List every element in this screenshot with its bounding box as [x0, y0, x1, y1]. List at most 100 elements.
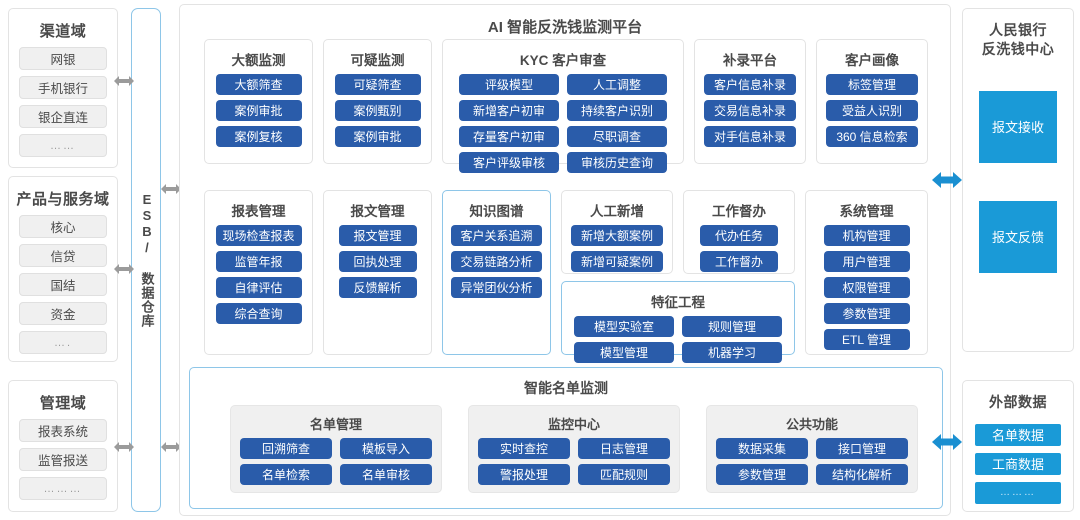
- management-domain-item-1[interactable]: 监管报送: [19, 448, 107, 471]
- channel-domain-item-2[interactable]: 银企直连: [19, 105, 107, 128]
- module-suspicious-monitoring: 可疑监测 可疑筛查 案例甄别 案例审批: [323, 39, 432, 164]
- btn-due-diligence[interactable]: 尽职调查: [567, 126, 667, 147]
- product-service-domain-item-2[interactable]: 国结: [19, 273, 107, 296]
- btn-work-supervision[interactable]: 工作督办: [700, 251, 778, 272]
- btn-customer-info-supplement[interactable]: 客户信息补录: [704, 74, 796, 95]
- arrow-platform-to-external-data: [932, 432, 962, 452]
- btn-onsite-inspection-report[interactable]: 现场检查报表: [215, 225, 302, 246]
- btn-parameter-management[interactable]: 参数管理: [823, 303, 910, 324]
- btn-rule-management[interactable]: 规则管理: [682, 316, 782, 337]
- btn-new-customer-first-review[interactable]: 新增客户初审: [459, 100, 559, 121]
- channel-domain-item-0[interactable]: 网银: [19, 47, 107, 70]
- panel-product-service-domain: 产品与服务域 核心 信贷 国结 资金 ….: [8, 176, 118, 362]
- channel-domain-title: 渠道域: [39, 23, 87, 40]
- product-service-domain-item-3[interactable]: 资金: [19, 302, 107, 325]
- btn-organization-management[interactable]: 机构管理: [823, 225, 910, 246]
- module-title: 大额监测: [231, 53, 286, 68]
- btn-audit-history-query[interactable]: 审核历史查询: [567, 152, 667, 173]
- btn-feedback-parsing[interactable]: 反馈解析: [338, 277, 417, 298]
- block-message-feedback[interactable]: 报文反馈: [979, 200, 1057, 273]
- btn-etl-management[interactable]: ETL 管理: [823, 329, 910, 350]
- btn-transaction-chain-analysis[interactable]: 交易链路分析: [451, 251, 542, 272]
- module-title: 人工新增: [590, 204, 644, 219]
- btn-model-management[interactable]: 模型管理: [574, 342, 674, 363]
- product-service-domain-title: 产品与服务域: [16, 191, 110, 208]
- btn-rating-model[interactable]: 评级模型: [459, 74, 559, 95]
- btn-parameter-management[interactable]: 参数管理: [716, 464, 808, 485]
- platform-title: AI 智能反洗钱监测平台: [487, 19, 643, 36]
- module-manual-addition: 人工新增 新增大额案例 新增可疑案例: [561, 190, 673, 274]
- module-feature-engineering: 特征工程 模型实验室 规则管理 模型管理 机器学习: [561, 281, 795, 363]
- btn-abnormal-group-analysis[interactable]: 异常团伙分析: [451, 277, 542, 298]
- ai-aml-platform: AI 智能反洗钱监测平台 大额监测 大额筛查 案例审批 案例复核 可疑监测 可疑…: [179, 4, 951, 516]
- btn-case-approval[interactable]: 案例审批: [334, 126, 421, 147]
- btn-self-discipline-assessment[interactable]: 自律评估: [215, 277, 302, 298]
- module-customer-profile: 客户画像 标签管理 受益人识别 360 信息检索: [816, 39, 928, 164]
- channel-domain-item-1[interactable]: 手机银行: [19, 76, 107, 99]
- btn-360-info-search[interactable]: 360 信息检索: [826, 126, 918, 147]
- btn-interface-management[interactable]: 接口管理: [816, 438, 908, 459]
- group-title: 公共功能: [785, 417, 838, 432]
- block-list-data[interactable]: 名单数据: [975, 423, 1061, 446]
- btn-transaction-info-supplement[interactable]: 交易信息补录: [704, 100, 796, 121]
- btn-receipt-processing[interactable]: 回执处理: [338, 251, 417, 272]
- arrow-management-to-esb: [114, 440, 134, 454]
- btn-case-approval[interactable]: 案例审批: [215, 100, 302, 121]
- pboc-title-line-1: 反洗钱中心: [981, 40, 1055, 57]
- btn-tag-management[interactable]: 标签管理: [826, 74, 918, 95]
- module-large-amount-monitoring: 大额监测 大额筛查 案例审批 案例复核: [204, 39, 313, 164]
- btn-message-management[interactable]: 报文管理: [338, 225, 417, 246]
- product-service-domain-item-0[interactable]: 核心: [19, 215, 107, 238]
- arrow-esb-to-platform-upper: [161, 182, 181, 196]
- btn-permission-management[interactable]: 权限管理: [823, 277, 910, 298]
- btn-list-search[interactable]: 名单检索: [240, 464, 332, 485]
- product-service-domain-item-1[interactable]: 信贷: [19, 244, 107, 267]
- btn-template-import[interactable]: 模板导入: [340, 438, 432, 459]
- btn-data-collection[interactable]: 数据采集: [716, 438, 808, 459]
- group-title: 名单管理: [309, 417, 362, 432]
- btn-realtime-control[interactable]: 实时查控: [478, 438, 570, 459]
- product-service-domain-item-4: ….: [19, 331, 107, 354]
- module-message-management: 报文管理 报文管理 回执处理 反馈解析: [323, 190, 432, 355]
- btn-existing-customer-first-review[interactable]: 存量客户初审: [459, 126, 559, 147]
- btn-list-audit[interactable]: 名单审核: [340, 464, 432, 485]
- btn-structured-parsing[interactable]: 结构化解析: [816, 464, 908, 485]
- btn-machine-learning[interactable]: 机器学习: [682, 342, 782, 363]
- panel-external-data: 外部数据 名单数据 工商数据 ………: [962, 380, 1074, 512]
- btn-log-management[interactable]: 日志管理: [578, 438, 670, 459]
- block-business-registration-data[interactable]: 工商数据: [975, 452, 1061, 475]
- module-title: 知识图谱: [469, 204, 524, 219]
- btn-suspicious-screening[interactable]: 可疑筛查: [334, 74, 421, 95]
- btn-manual-adjustment[interactable]: 人工调整: [567, 74, 667, 95]
- management-domain-item-2: ………: [19, 477, 107, 500]
- btn-case-identification[interactable]: 案例甄别: [334, 100, 421, 121]
- btn-beneficiary-identification[interactable]: 受益人识别: [826, 100, 918, 121]
- btn-add-large-amount-case[interactable]: 新增大额案例: [571, 225, 663, 246]
- group-monitoring-center: 监控中心 实时查控 日志管理 警报处理 匹配规则: [468, 405, 680, 493]
- btn-continuous-customer-identification[interactable]: 持续客户识别: [567, 100, 667, 121]
- management-domain-item-0[interactable]: 报表系统: [19, 419, 107, 442]
- panel-channel-domain: 渠道域 网银 手机银行 银企直连 ……: [8, 8, 118, 168]
- pboc-title-line-0: 人民银行: [989, 22, 1047, 38]
- btn-case-review[interactable]: 案例复核: [215, 126, 302, 147]
- btn-regulatory-annual-report[interactable]: 监管年报: [215, 251, 302, 272]
- btn-counterparty-info-supplement[interactable]: 对手信息补录: [704, 126, 796, 147]
- module-work-supervision: 工作督办 代办任务 工作督办: [683, 190, 795, 274]
- btn-customer-relation-tracing[interactable]: 客户关系追溯: [451, 225, 542, 246]
- btn-delegated-task[interactable]: 代办任务: [700, 225, 778, 246]
- block-message-receive[interactable]: 报文接收: [979, 90, 1057, 163]
- module-system-management: 系统管理 机构管理 用户管理 权限管理 参数管理 ETL 管理: [805, 190, 928, 355]
- btn-retrospective-screening[interactable]: 回溯筛查: [240, 438, 332, 459]
- btn-model-lab[interactable]: 模型实验室: [574, 316, 674, 337]
- btn-matching-rules[interactable]: 匹配规则: [578, 464, 670, 485]
- arrow-product-to-esb: [114, 262, 134, 276]
- btn-large-amount-screening[interactable]: 大额筛查: [215, 74, 302, 95]
- btn-customer-rating-audit[interactable]: 客户评级审核: [459, 152, 559, 173]
- panel-management-domain: 管理域 报表系统 监管报送 ………: [8, 380, 118, 512]
- btn-user-management[interactable]: 用户管理: [823, 251, 910, 272]
- external-data-title: 外部数据: [989, 394, 1047, 410]
- btn-comprehensive-query[interactable]: 综合查询: [215, 303, 302, 324]
- btn-add-suspicious-case[interactable]: 新增可疑案例: [571, 251, 663, 272]
- btn-alarm-handling[interactable]: 警报处理: [478, 464, 570, 485]
